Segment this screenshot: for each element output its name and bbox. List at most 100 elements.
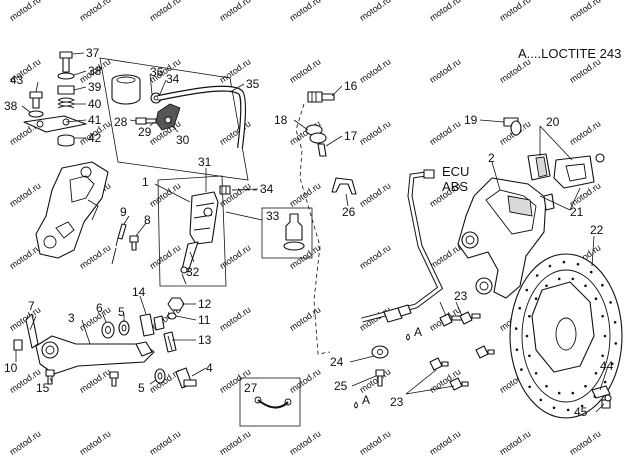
watermark-text: motod.ru [78, 366, 113, 395]
label-35: 35 [246, 77, 260, 91]
watermark-text: motod.ru [428, 242, 463, 271]
watermark-text: motod.ru [218, 0, 253, 23]
disc-hole [571, 391, 575, 395]
pivot-10 [13, 339, 23, 351]
label-10: 10 [4, 361, 18, 375]
label-5-bottom: 5 [138, 381, 145, 395]
label-32: 32 [186, 265, 200, 279]
watermark-text: motod.ru [148, 366, 183, 395]
watermark-text: motod.ru [568, 428, 603, 457]
disc-hole [535, 274, 539, 277]
disc-hole [548, 264, 552, 268]
watermark-text: motod.ru [288, 366, 323, 395]
watermark-text: motod.ru [358, 56, 393, 85]
spring-40 [57, 97, 76, 109]
watermark-text: motod.ru [498, 428, 533, 457]
label-34-top: 34 [166, 72, 180, 86]
leader-23a [439, 301, 463, 317]
hose-17 [317, 143, 327, 157]
disc-hole [520, 368, 523, 371]
label-ecu: ECU [442, 164, 469, 179]
clip-27 [257, 399, 289, 409]
watermark-text: motod.ru [218, 428, 253, 457]
disc-hole [584, 384, 587, 388]
loctite-drop-1 [406, 333, 410, 341]
watermark-text: motod.ru [148, 180, 183, 209]
label-44: 44 [600, 359, 614, 373]
watermark-text: motod.ru [8, 180, 43, 209]
bracket-30 [155, 103, 181, 131]
label-42: 42 [88, 131, 102, 145]
screw-8 [129, 235, 139, 251]
ecu-fitting [423, 169, 435, 179]
washer-38-left [28, 110, 44, 118]
disc-hole [613, 321, 617, 324]
label-16: 16 [344, 79, 358, 93]
disc-hole [603, 334, 607, 338]
banjo-24 [371, 345, 389, 359]
label-26: 26 [342, 205, 356, 219]
loctite-drop-2 [354, 401, 358, 409]
box-27 [239, 377, 301, 427]
disc-hole [545, 384, 548, 388]
disc-hole [539, 398, 543, 402]
label-14: 14 [132, 285, 146, 299]
washer-5a [118, 320, 130, 336]
disc-hole [571, 277, 575, 281]
disc-hole [514, 327, 518, 330]
label-9: 9 [120, 205, 127, 219]
brake-line-inner [361, 172, 442, 322]
label-abs: ABS [442, 179, 468, 194]
disc-hole [562, 260, 566, 264]
disc-hole [589, 270, 593, 274]
disc-hole [528, 354, 531, 358]
fitting-16 [307, 91, 335, 103]
master-cylinder-1 [180, 191, 219, 285]
label-13: 13 [198, 333, 212, 347]
disc-hole [580, 404, 584, 408]
label-6: 6 [96, 301, 103, 315]
label-36: 36 [150, 65, 164, 79]
master-cylinder-frame [157, 175, 227, 287]
label-22: 22 [590, 223, 604, 237]
disc-hole [609, 301, 612, 304]
watermark-text: motod.ru [428, 118, 463, 147]
nut-39 [57, 85, 75, 95]
dash-main-line [295, 103, 331, 355]
brake-pads-20-21 [527, 153, 605, 189]
disc-hole [525, 334, 529, 338]
watermark-text: motod.ru [148, 428, 183, 457]
reservoir-frame [99, 57, 249, 181]
label-41: 41 [88, 113, 102, 127]
caliper-2 [457, 177, 555, 299]
watermark-text: motod.ru [358, 0, 393, 23]
label-21: 21 [570, 205, 584, 219]
watermark-text: motod.ru [8, 0, 43, 23]
watermark-text: motod.ru [358, 118, 393, 147]
label-45: 45 [574, 405, 588, 419]
watermark-text: motod.ru [428, 56, 463, 85]
clip-26 [331, 177, 357, 195]
link-14 [139, 313, 165, 337]
clip-27-end-b [284, 398, 292, 406]
label-29: 29 [138, 125, 152, 139]
label-30: 30 [176, 133, 190, 147]
watermark-text: motod.ru [358, 428, 393, 457]
watermark-text: motod.ru [288, 0, 323, 23]
watermark-text: motod.ru [498, 0, 533, 23]
disc-hole [601, 314, 604, 318]
label-17: 17 [344, 129, 358, 143]
watermark-text: motod.ru [78, 428, 113, 457]
disc-hole [576, 262, 580, 266]
disc-hole [557, 391, 561, 395]
label-1: 1 [142, 175, 149, 189]
label-8: 8 [144, 213, 151, 227]
label-37: 37 [86, 46, 100, 60]
lever-7 [25, 313, 39, 349]
watermark-text: motod.ru [288, 304, 323, 333]
watermark-text: motod.ru [358, 242, 393, 271]
sensor-44-45 [591, 385, 612, 409]
watermark-text: motod.ru [358, 366, 393, 395]
mark-a-2: A [362, 393, 370, 407]
footrest-bracket [35, 161, 109, 259]
